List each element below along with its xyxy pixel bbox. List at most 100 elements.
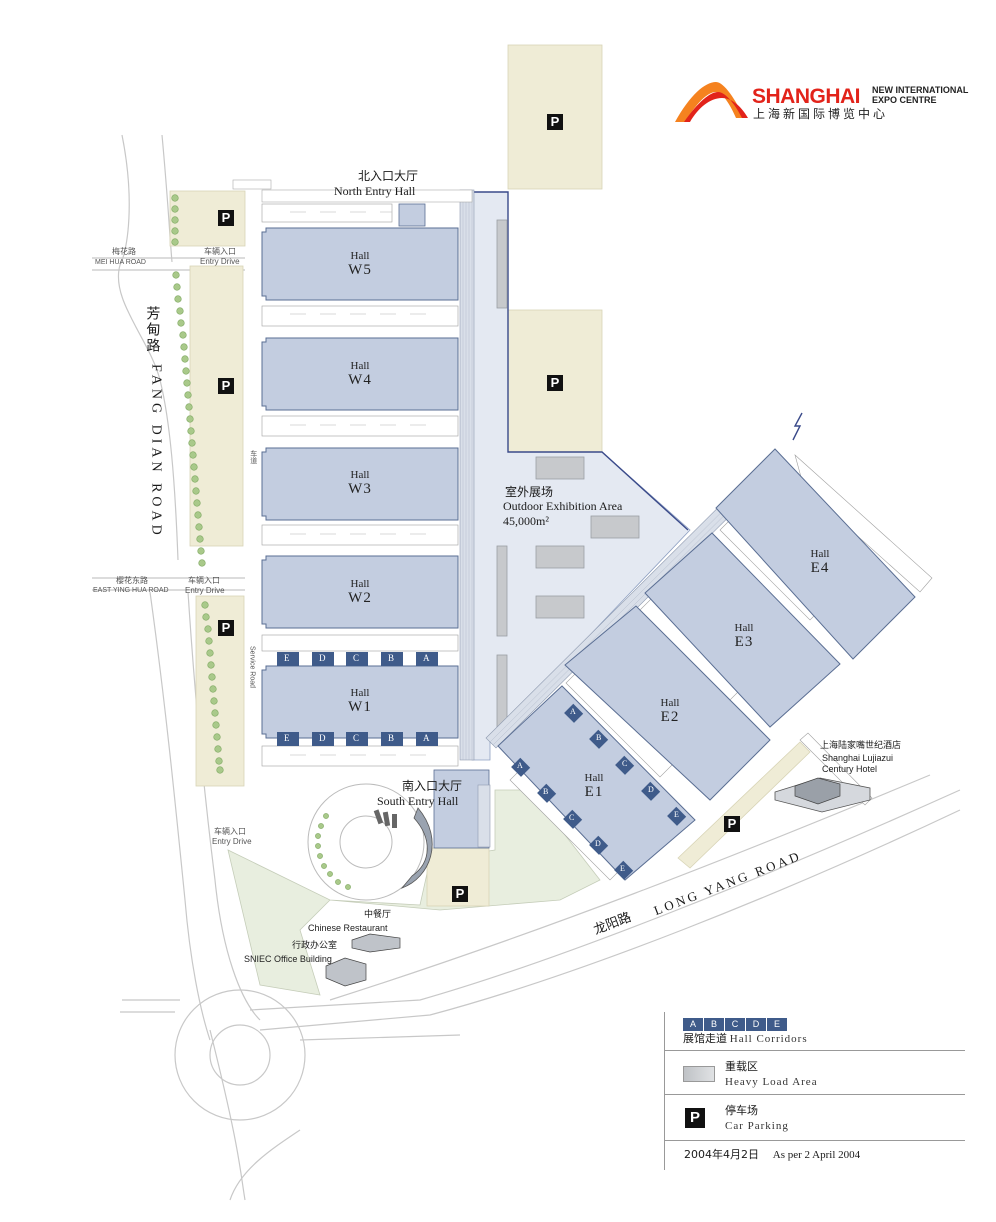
mei-hua-road-cn: 梅花路	[112, 247, 136, 256]
corridor-letter: C	[569, 813, 575, 822]
west-hall-corridors	[277, 652, 438, 746]
outdoor-area-label-cn: 室外展场	[505, 485, 554, 499]
logo-sub-cn: 上海新国际博览中心	[753, 107, 889, 121]
office-building	[325, 957, 367, 987]
legend-date: 2004年4月2日 As per 2 April 2004	[684, 1148, 861, 1161]
south-entry-label-cn: 南入口大厅	[402, 779, 463, 793]
parking-icon: P	[452, 886, 468, 902]
corridor-letter: D	[319, 733, 326, 743]
corridor-letter: E	[284, 733, 290, 743]
hall-e2-shape	[564, 605, 771, 801]
hall-w5-shape	[261, 227, 459, 301]
parking-lots	[169, 44, 811, 907]
kiosks	[373, 809, 397, 828]
corridor-box: D	[746, 1018, 766, 1031]
corridor-box: E	[767, 1018, 787, 1031]
corridor-letter: E	[674, 810, 679, 819]
outdoor-area-size: 45,000m²	[503, 514, 549, 528]
corridor-letter: A	[570, 707, 576, 716]
parking-icon: P	[547, 375, 563, 391]
hall-e3-number: E3	[734, 634, 754, 651]
legend-parking-en: Car Parking	[725, 1120, 789, 1132]
corridor-letter: C	[622, 759, 628, 768]
logo-mark	[675, 82, 748, 122]
outdoor-area-label-en: Outdoor Exhibition Area	[503, 499, 623, 513]
corridor-box: A	[683, 1018, 703, 1031]
east-ying-hua-road-en: EAST YING HUA ROAD	[93, 587, 169, 594]
office-label-en: SNIEC Office Building	[244, 954, 332, 964]
hall-e4-shape	[715, 448, 916, 660]
north-entry-label-en: North Entry Hall	[334, 184, 416, 198]
hall-w4-shape	[261, 337, 459, 411]
legend-heavy-swatch	[683, 1066, 715, 1082]
corridor-letter: A	[423, 653, 430, 663]
corridor-letter: B	[543, 787, 549, 796]
parking-icon: P	[218, 620, 234, 636]
parking-icon: P	[218, 210, 234, 226]
parking-icon: P	[685, 1108, 705, 1128]
fang-dian-road-cn: 芳甸路	[144, 306, 161, 354]
corridor-letter: A	[423, 733, 430, 743]
south-entry-label-en: South Entry Hall	[377, 794, 459, 808]
hall-e1-number: E1	[584, 784, 604, 801]
legend-left-rule	[664, 1140, 665, 1170]
road-network	[92, 134, 961, 1201]
legend-heavy-cn: 重载区	[725, 1060, 758, 1073]
parking-icon: P	[724, 816, 740, 832]
legend-heavy-load: 重载区 Heavy Load Area	[664, 1050, 965, 1095]
hotel-label-en-2: Century Hotel	[822, 764, 878, 774]
hall-w3-number: W3	[348, 481, 372, 498]
hall-w1-shape	[261, 665, 459, 739]
hall-e3-shape	[644, 532, 841, 728]
hall-w2-number: W2	[348, 590, 372, 607]
legend-parking-cn: 停车场	[725, 1104, 758, 1117]
green-areas	[227, 783, 601, 996]
south-entry-canopy	[400, 807, 433, 889]
east-ying-hua-road-cn: 樱花东路	[116, 576, 148, 585]
hall-w2-shape	[261, 555, 459, 629]
corridor-letter: D	[648, 785, 654, 794]
corridor-box: B	[704, 1018, 724, 1031]
hall-e4-number: E4	[810, 560, 830, 577]
restaurant-label-en: Chinese Restaurant	[308, 923, 388, 933]
hall-e2-number: E2	[660, 709, 680, 726]
service-strips	[261, 203, 459, 767]
west-halls	[261, 227, 459, 739]
hall-w5-number: W5	[348, 262, 372, 279]
legend-parking: P 停车场 Car Parking	[664, 1094, 965, 1141]
hall-w4-number: W4	[348, 372, 372, 389]
entry-drive-1-en: Entry Drive	[200, 257, 240, 266]
entry-drive-2-en: Entry Drive	[185, 586, 225, 595]
hotel-label-en-1: Shanghai Lujiazui	[822, 753, 894, 763]
parking-icon: P	[547, 114, 563, 130]
hall-w3-shape	[261, 447, 459, 521]
site-boundary	[472, 191, 689, 531]
parking-strip-hotel	[677, 741, 811, 869]
corridor-letter: C	[353, 653, 360, 663]
north-entry-label-cn: 北入口大厅	[358, 169, 419, 183]
hall-e1-shape	[497, 685, 696, 881]
logo-sub-line2: EXPO CENTRE	[872, 95, 937, 105]
corridor-letter: B	[388, 653, 395, 663]
tree-rows	[171, 194, 351, 890]
hall-w1-number: W1	[348, 699, 372, 716]
corridor-letter: B	[388, 733, 395, 743]
parking-lot-west-2	[189, 265, 244, 547]
hotel-label-cn: 上海陆家嘴世纪酒店	[820, 741, 902, 751]
corridor-letter: E	[620, 864, 625, 873]
heavy-load-areas	[496, 219, 640, 731]
entry-drive-1-cn: 车辆入口	[204, 247, 236, 256]
legend-corridors-text: 展馆走道 Hall Corridors	[683, 1032, 808, 1045]
restaurant-building	[351, 933, 401, 953]
parking-icon: P	[218, 378, 234, 394]
entry-drive-3-en: Entry Drive	[212, 837, 252, 846]
